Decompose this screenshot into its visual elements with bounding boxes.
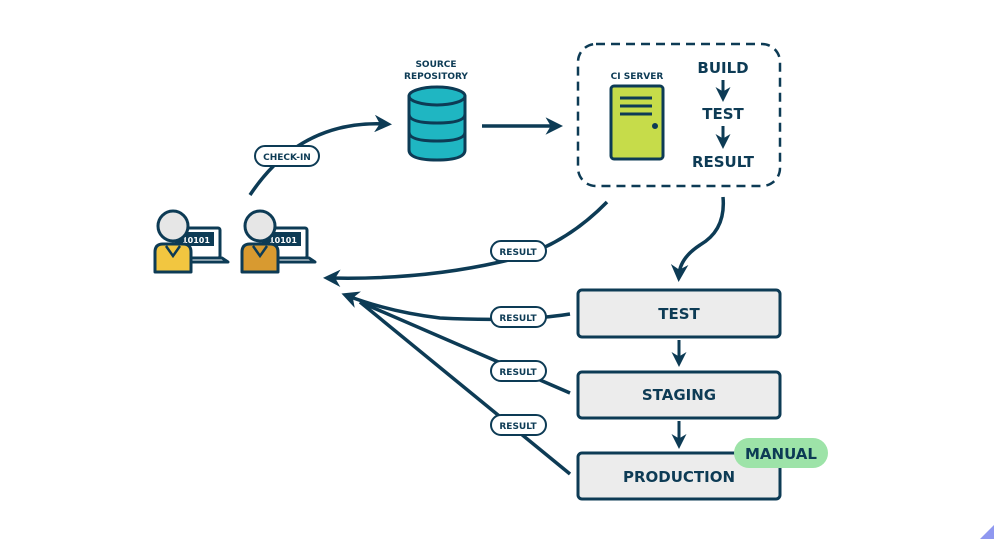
ci-to-test-arrow bbox=[670, 196, 726, 282]
svg-text:CHECK-IN: CHECK-IN bbox=[263, 153, 311, 163]
svg-text:RESULT: RESULT bbox=[499, 314, 537, 324]
ci-step-test: TEST bbox=[702, 105, 744, 123]
svg-text:RESULT: RESULT bbox=[499, 248, 537, 258]
result-label-ci: RESULT bbox=[490, 240, 547, 262]
svg-text:TEST: TEST bbox=[658, 305, 700, 323]
person-icon bbox=[153, 209, 193, 274]
svg-text:PRODUCTION: PRODUCTION bbox=[623, 468, 735, 486]
svg-text:RESULT: RESULT bbox=[499, 422, 537, 432]
production-result-arrow bbox=[358, 300, 572, 476]
person-icon bbox=[240, 209, 280, 274]
manual-badge: MANUAL bbox=[734, 438, 828, 468]
ci-step-build: BUILD bbox=[697, 59, 748, 77]
svg-text:MANUAL: MANUAL bbox=[745, 445, 817, 463]
svg-text:STAGING: STAGING bbox=[642, 386, 716, 404]
database-icon bbox=[407, 85, 467, 162]
result-label-production: RESULT bbox=[490, 414, 547, 436]
source-repository-title-line1: SOURCE bbox=[415, 60, 456, 70]
stage-test: TEST bbox=[576, 288, 782, 339]
svg-text:RESULT: RESULT bbox=[499, 368, 537, 378]
ci-server-group: CI SERVER BUILD TEST RESULT bbox=[576, 42, 782, 188]
stage-production: PRODUCTION bbox=[576, 451, 782, 501]
check-in-label: CHECK-IN bbox=[254, 145, 320, 167]
result-label-staging: RESULT bbox=[490, 360, 547, 382]
source-repository-title-line2: REPOSITORY bbox=[404, 72, 468, 82]
check-in-arrow bbox=[248, 114, 392, 196]
result-label-test: RESULT bbox=[490, 306, 547, 328]
ci-server-label: CI SERVER bbox=[611, 72, 664, 82]
server-icon bbox=[609, 84, 665, 161]
developer-1: 10101 bbox=[153, 209, 230, 274]
source-repository: SOURCE REPOSITORY bbox=[404, 60, 468, 162]
corner-resize-handle bbox=[980, 525, 994, 539]
screen-text: 10101 bbox=[182, 236, 210, 245]
stage-staging: STAGING bbox=[576, 370, 782, 420]
developer-2: 10101 bbox=[240, 209, 317, 274]
screen-text: 10101 bbox=[269, 236, 297, 245]
ci-step-result: RESULT bbox=[692, 153, 755, 171]
ci-result-arrow bbox=[323, 200, 609, 287]
